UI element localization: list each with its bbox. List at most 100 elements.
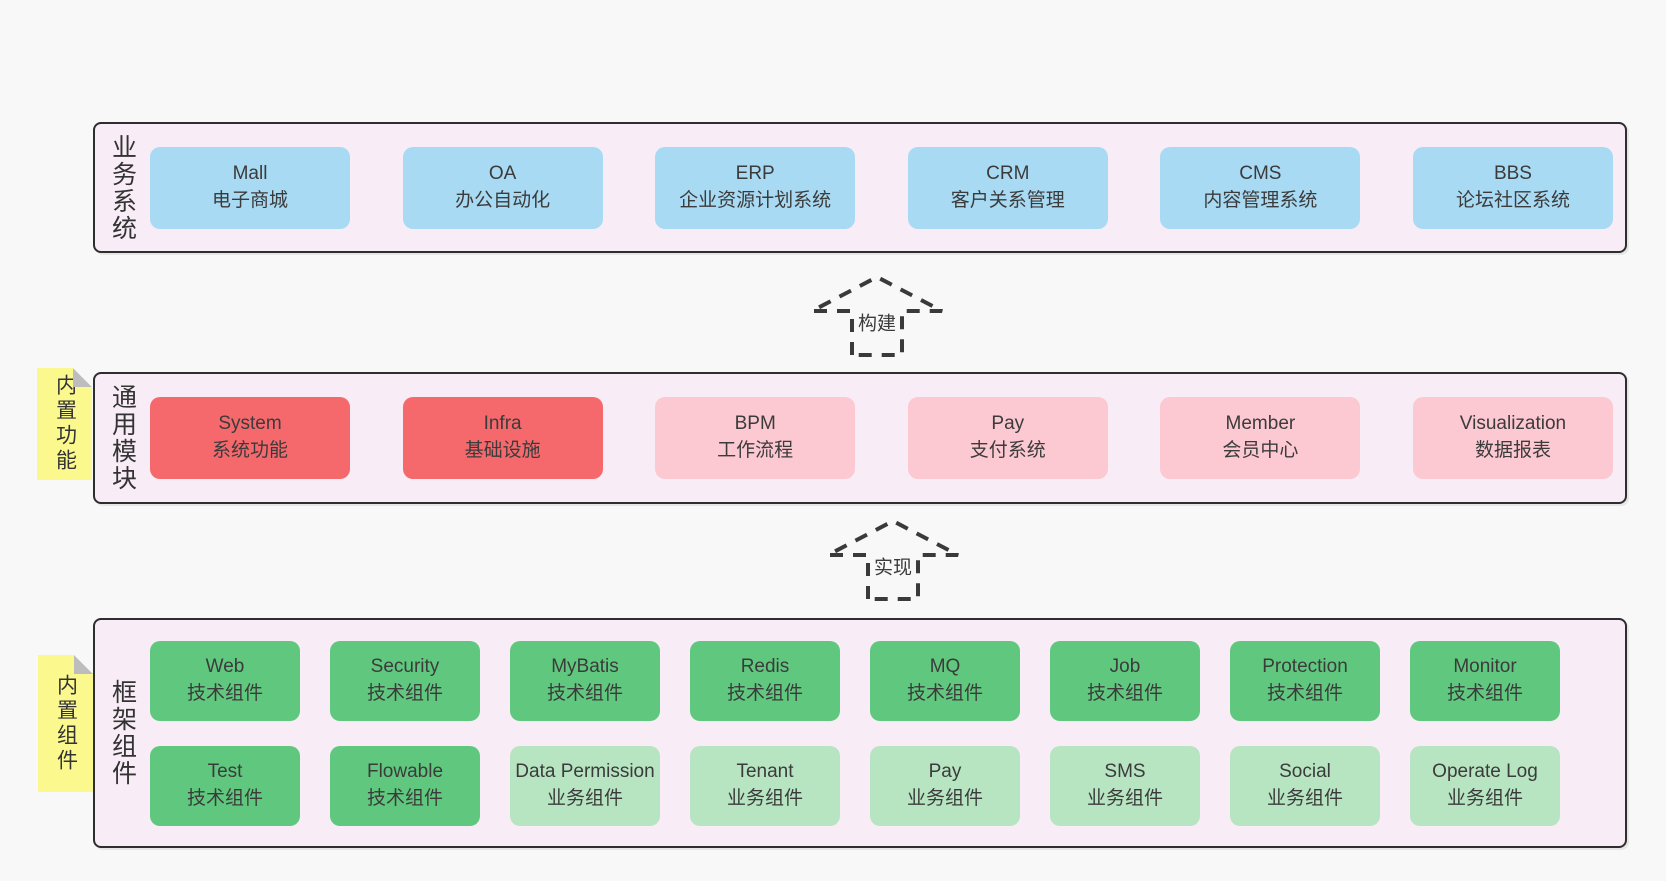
box-subtitle: 论坛社区系统 xyxy=(1455,189,1570,211)
modules-boxes-row: System 系统功能 Infra 基础设施 BPM 工作流程 Pay 支付系统… xyxy=(150,374,1625,502)
sticky-note-built-in-components: 内置组件 xyxy=(38,655,93,792)
box-title: Social xyxy=(1279,760,1331,782)
box-title: Visualization xyxy=(1459,413,1567,435)
implement-arrow-label: 实现 xyxy=(870,551,916,581)
band-business-systems: 业务系统 Mall 电子商城 OA 办公自动化 ERP 企业资源计划系统 CRM… xyxy=(93,122,1627,253)
box-web: Web 技术组件 xyxy=(150,640,300,721)
box-title: Redis xyxy=(740,655,790,677)
box-erp: ERP 企业资源计划系统 xyxy=(655,146,856,229)
box-subtitle: 技术组件 xyxy=(1446,682,1523,704)
box-subtitle: 业务组件 xyxy=(1086,787,1163,809)
box-title: Test xyxy=(207,760,243,782)
box-title: Flowable xyxy=(366,760,444,782)
up-arrow-icon xyxy=(827,518,959,601)
sticky-note-text: 内置功能 xyxy=(53,374,77,474)
box-oa: OA 办公自动化 xyxy=(402,146,603,229)
box-title: BBS xyxy=(1493,162,1532,184)
box-title: SMS xyxy=(1104,760,1146,782)
box-mybatis: MyBatis 技术组件 xyxy=(510,640,660,721)
box-title: CRM xyxy=(986,162,1030,184)
box-subtitle: 业务组件 xyxy=(1266,787,1343,809)
box-title: Data Permission xyxy=(515,760,655,782)
band-label-framework-components: 框架组件 xyxy=(108,679,137,787)
box-subtitle: 业务组件 xyxy=(726,787,803,809)
box-subtitle: 支付系统 xyxy=(969,440,1046,461)
box-subtitle: 业务组件 xyxy=(1446,787,1523,809)
box-infra: Infra 基础设施 xyxy=(402,397,603,479)
box-test: Test 技术组件 xyxy=(150,745,300,826)
components-row-2: Test 技术组件 Flowable 技术组件 Data Permission … xyxy=(150,745,1560,826)
box-bpm: BPM 工作流程 xyxy=(655,397,856,479)
folded-corner-icon xyxy=(73,368,92,387)
box-subtitle: 系统功能 xyxy=(211,440,288,461)
box-operate-log: Operate Log 业务组件 xyxy=(1410,745,1560,826)
box-monitor: Monitor 技术组件 xyxy=(1410,640,1560,721)
box-subtitle: 技术组件 xyxy=(906,682,983,704)
box-job: Job 技术组件 xyxy=(1050,640,1200,721)
box-subtitle: 技术组件 xyxy=(546,682,623,704)
box-protection: Protection 技术组件 xyxy=(1230,640,1380,721)
box-title: BPM xyxy=(734,413,776,435)
box-subtitle: 企业资源计划系统 xyxy=(679,189,832,211)
box-member: Member 会员中心 xyxy=(1160,397,1361,479)
components-rows: Web 技术组件 Security 技术组件 MyBatis 技术组件 Redi… xyxy=(150,620,1625,846)
box-title: Job xyxy=(1109,655,1141,677)
box-cms: CMS 内容管理系统 xyxy=(1160,146,1361,229)
box-mall: Mall 电子商城 xyxy=(150,146,350,229)
box-subtitle: 电子商城 xyxy=(211,189,288,211)
box-title: MQ xyxy=(929,655,961,677)
sticky-note-text: 内置组件 xyxy=(54,673,78,774)
box-data-permission: Data Permission 业务组件 xyxy=(510,745,660,826)
box-tenant: Tenant 业务组件 xyxy=(690,745,840,826)
box-title: CMS xyxy=(1239,162,1282,184)
business-boxes-row: Mall 电子商城 OA 办公自动化 ERP 企业资源计划系统 CRM 客户关系… xyxy=(150,124,1625,251)
box-title: Pay xyxy=(928,760,962,782)
box-title: Web xyxy=(205,655,245,677)
box-subtitle: 技术组件 xyxy=(726,682,803,704)
box-bbs: BBS 论坛社区系统 xyxy=(1412,146,1613,229)
box-subtitle: 基础设施 xyxy=(464,440,541,461)
band-label-business-systems: 业务系统 xyxy=(108,133,137,242)
box-subtitle: 业务组件 xyxy=(906,787,983,809)
box-pay-component: Pay 业务组件 xyxy=(870,745,1020,826)
box-redis: Redis 技术组件 xyxy=(690,640,840,721)
box-title: MyBatis xyxy=(551,655,619,677)
box-subtitle: 工作流程 xyxy=(717,440,794,461)
box-title: Mall xyxy=(232,162,268,184)
folded-corner-icon xyxy=(74,655,93,674)
box-title: OA xyxy=(488,162,517,184)
box-subtitle: 技术组件 xyxy=(186,787,263,809)
box-title: Monitor xyxy=(1453,655,1517,677)
box-subtitle: 业务组件 xyxy=(546,787,623,809)
box-subtitle: 技术组件 xyxy=(366,787,443,809)
box-subtitle: 技术组件 xyxy=(1266,682,1343,704)
box-mq: MQ 技术组件 xyxy=(870,640,1020,721)
box-subtitle: 技术组件 xyxy=(1086,682,1163,704)
band-framework-components: 框架组件 Web 技术组件 Security 技术组件 MyBatis 技术组件… xyxy=(93,618,1627,848)
box-subtitle: 会员中心 xyxy=(1222,440,1299,461)
box-title: Member xyxy=(1225,413,1296,435)
band-label-common-modules: 通用模块 xyxy=(108,384,137,492)
sticky-note-built-in-features: 内置功能 xyxy=(37,368,92,480)
band-common-modules: 通用模块 System 系统功能 Infra 基础设施 BPM 工作流程 Pay… xyxy=(93,372,1627,504)
box-title: Protection xyxy=(1262,655,1348,677)
build-arrow-label: 构建 xyxy=(854,307,900,337)
box-title: Tenant xyxy=(736,760,794,782)
box-sms: SMS 业务组件 xyxy=(1050,745,1200,826)
box-flowable: Flowable 技术组件 xyxy=(330,745,480,826)
box-crm: CRM 客户关系管理 xyxy=(907,146,1108,229)
build-arrow: 构建 xyxy=(810,274,944,358)
box-system: System 系统功能 xyxy=(150,397,350,479)
box-social: Social 业务组件 xyxy=(1230,745,1380,826)
box-subtitle: 客户关系管理 xyxy=(950,189,1065,211)
box-security: Security 技术组件 xyxy=(330,640,480,721)
components-row-1: Web 技术组件 Security 技术组件 MyBatis 技术组件 Redi… xyxy=(150,640,1560,721)
box-title: Security xyxy=(370,655,440,677)
box-subtitle: 内容管理系统 xyxy=(1203,189,1318,211)
up-arrow-icon xyxy=(811,274,943,357)
box-visualization: Visualization 数据报表 xyxy=(1412,397,1613,479)
box-title: Pay xyxy=(991,413,1025,435)
box-subtitle: 技术组件 xyxy=(186,682,263,704)
box-pay-system: Pay 支付系统 xyxy=(907,397,1108,479)
